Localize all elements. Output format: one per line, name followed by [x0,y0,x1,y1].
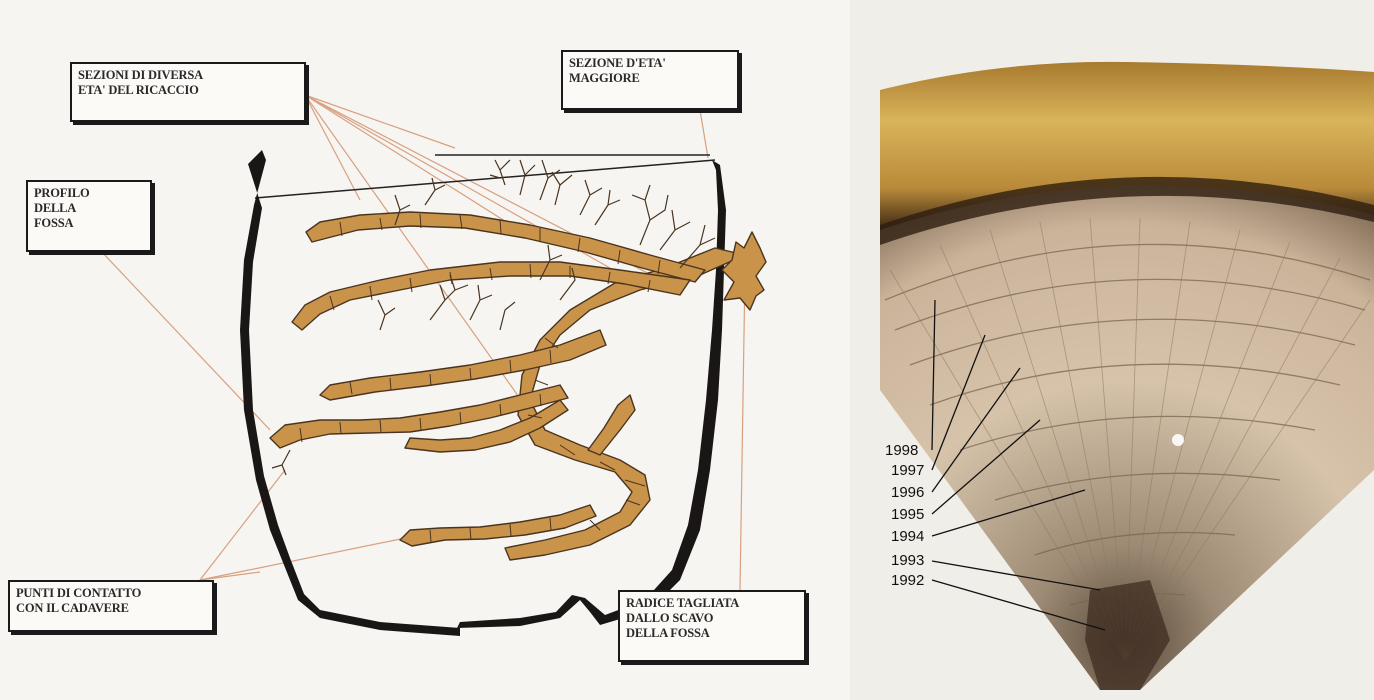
year-label-1994: 1994 [891,529,924,545]
year-label-1993: 1993 [891,553,924,569]
year-label-1998: 1998 [885,443,918,459]
year-label-1995: 1995 [891,507,924,523]
year-label-1996: 1996 [891,485,924,501]
year-label-1997: 1997 [891,463,924,479]
year-label-1992: 1992 [891,573,924,589]
